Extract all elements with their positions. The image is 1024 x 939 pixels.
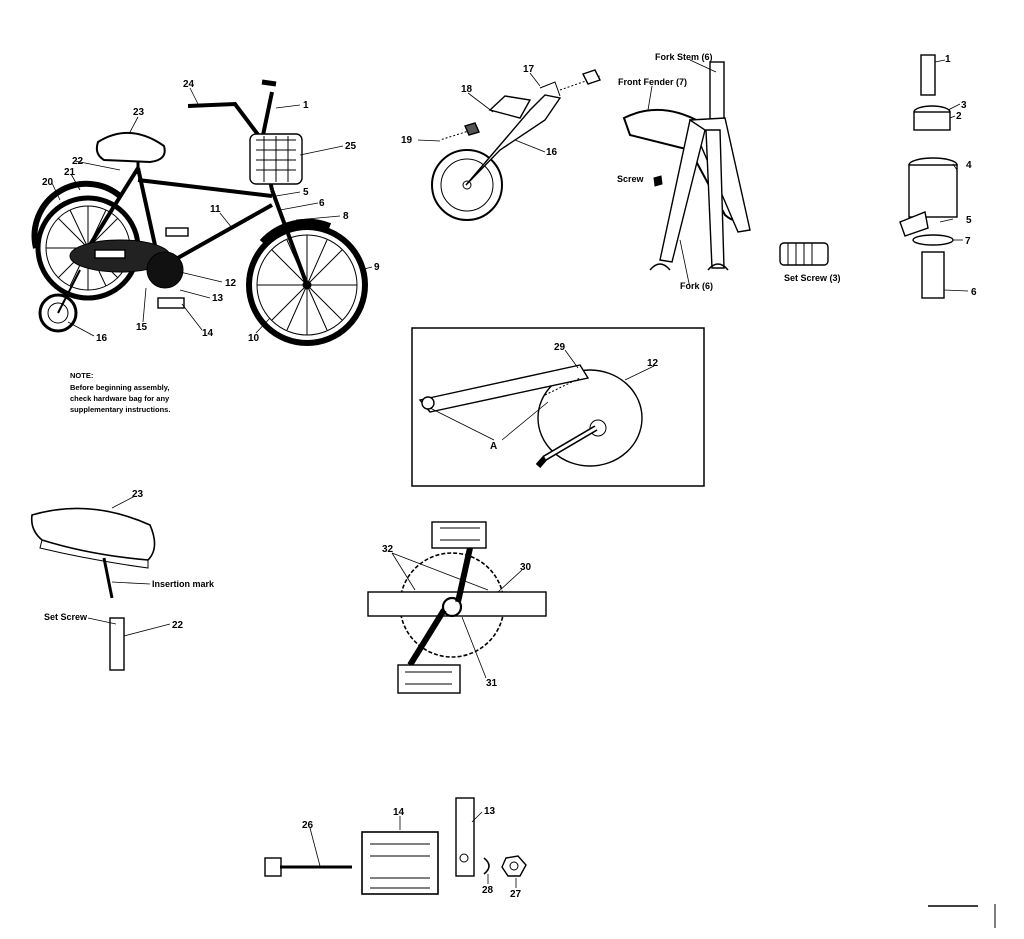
callout-19: 19 [401,135,413,146]
callout-6-hs: 6 [971,287,977,298]
callout-16: 16 [96,333,108,344]
callout-14-pedal: 14 [393,807,405,818]
bicycle-illustration: 24 1 23 25 22 20 21 5 6 11 8 9 12 13 14 … [31,79,380,346]
training-wheel-assembly: 17 18 19 16 [401,64,601,221]
callout-3-hs: 3 [961,100,967,111]
callout-1-hs: 1 [945,54,951,65]
callout-12: 12 [225,278,237,289]
label-set-screw-seat: Set Screw [44,612,88,622]
label-front-fender: Front Fender (7) [618,77,687,87]
assembly-note: NOTE: Before beginning assembly, check h… [70,371,170,414]
callout-7-hs: 7 [965,236,971,247]
callout-26: 26 [302,820,314,831]
callout-16-tw: 16 [546,147,558,158]
callout-A: A [490,441,497,452]
callout-14: 14 [202,328,214,339]
callout-1: 1 [303,100,309,111]
pedal-exploded-detail: 26 14 13 28 27 [264,797,527,900]
label-fork-stem: Fork Stem (6) [655,52,713,62]
callout-32: 32 [382,544,394,555]
note-line-2: check hardware bag for any [70,394,170,403]
callout-22: 22 [72,156,84,167]
note-line-3: supplementary instructions. [70,405,170,414]
callout-13-pedal: 13 [484,806,496,817]
label-insertion-mark: Insertion mark [152,579,215,589]
crank-sprocket-detail: 32 30 31 [367,521,547,694]
callout-8: 8 [343,211,349,222]
callout-4-hs: 4 [966,160,972,171]
callout-2-hs: 2 [956,111,962,122]
callout-22-seat: 22 [172,620,184,631]
callout-5-hs: 5 [966,215,972,226]
callout-12-cg: 12 [647,358,659,369]
callout-18: 18 [461,84,473,95]
callout-21: 21 [64,167,76,178]
callout-13: 13 [212,293,224,304]
fork-fender-assembly: Fork Stem (6) Front Fender (7) Screw For… [617,52,841,291]
label-set-screw: Set Screw (3) [784,273,841,283]
callout-10: 10 [248,333,260,344]
callout-27: 27 [510,889,522,900]
callout-25: 25 [345,141,357,152]
chain-guard-detail: 29 12 A [411,327,705,487]
label-screw: Screw [617,174,645,184]
callout-23: 23 [133,107,145,118]
callout-6: 6 [319,198,325,209]
callout-23-seat: 23 [132,489,144,500]
label-fork: Fork (6) [680,281,713,291]
callout-17: 17 [523,64,535,75]
callout-31: 31 [486,678,498,689]
note-line-1: Before beginning assembly, [70,383,169,392]
note-title: NOTE: [70,371,93,380]
headset-assembly: 1 3 2 4 5 7 6 [899,54,977,299]
callout-28: 28 [482,885,494,896]
callout-9: 9 [374,262,380,273]
callout-30: 30 [520,562,532,573]
callout-24: 24 [183,79,195,90]
callout-15: 15 [136,322,148,333]
callout-20: 20 [42,177,54,188]
callout-29: 29 [554,342,566,353]
callout-11: 11 [210,204,221,215]
seat-detail: 23 Insertion mark Set Screw 22 [30,489,215,671]
page-edge-marks [928,904,996,928]
callout-5: 5 [303,187,309,198]
